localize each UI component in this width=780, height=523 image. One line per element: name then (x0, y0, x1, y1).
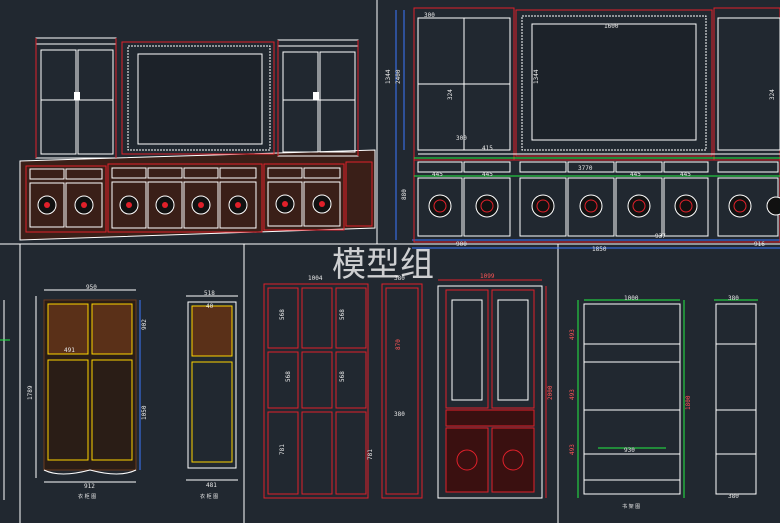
dim-label: 900 (456, 241, 467, 248)
dim-label: 781 (367, 449, 374, 460)
dim-label: 1099 (480, 273, 495, 280)
front-elevation (395, 7, 780, 249)
dim-label: 445 (432, 171, 443, 178)
drawing-caption: 衣 柜 图 (200, 493, 218, 500)
wardrobe-side (186, 295, 238, 481)
dim-label: 1789 (27, 385, 34, 400)
dim-label: 491 (64, 347, 75, 354)
dim-label: 568 (339, 371, 346, 382)
dim-label: 930 (624, 447, 635, 454)
wardrobe-dims: 950 491 1789 902 1050 912 衣 柜 图 (27, 284, 148, 500)
dim-label: 493 (569, 329, 576, 340)
dim-label: 324 (769, 89, 776, 100)
bookshelf-front (577, 299, 758, 498)
dim-label: 902 (141, 319, 148, 330)
dim-label: 1850 (592, 246, 607, 253)
dim-label: 493 (569, 389, 576, 400)
dim-label: 445 (630, 171, 641, 178)
dim-label: 3770 (578, 165, 593, 172)
dim-label: 324 (447, 89, 454, 100)
dim-label: 380 (394, 411, 405, 418)
red-frame-dims: 1004 568 568 568 568 781 781 380 870 380 (279, 275, 405, 460)
dim-label: 40 (206, 303, 214, 310)
dim-label: 415 (482, 145, 493, 152)
dim-label: 568 (339, 309, 346, 320)
watermark-text: 模型组 (332, 245, 434, 285)
bookshelf-dims: 1000 493 493 493 930 1800 380 380 书 架 图 (569, 295, 739, 510)
dim-label: 1000 (624, 295, 639, 302)
dim-label: 1050 (141, 405, 148, 420)
dim-label: 1344 (533, 69, 540, 84)
dim-label: 916 (754, 241, 765, 248)
ornate-dims: 1099 2000 (480, 273, 554, 400)
dim-label: 300 (456, 135, 467, 142)
dim-label: 1800 (685, 395, 692, 410)
dim-label: 300 (424, 12, 435, 19)
dim-label: 518 (204, 290, 215, 297)
dim-label: 1004 (308, 275, 323, 282)
dim-label: 380 (728, 493, 739, 500)
dim-label: 2000 (547, 385, 554, 400)
elevation-dimensions: 300 1600 1344 2400 1344 324 324 300 415 … (385, 12, 776, 253)
dim-label: 1600 (604, 23, 619, 30)
dim-label: 870 (395, 339, 402, 350)
dim-label: 481 (206, 482, 217, 489)
drawing-caption: 衣 柜 图 (78, 493, 96, 500)
dim-label: 912 (84, 483, 95, 490)
dim-label: 2400 (395, 69, 402, 84)
dim-label: 781 (279, 444, 286, 455)
dim-label: 380 (728, 295, 739, 302)
dim-label: 380 (394, 275, 405, 282)
drawing-caption: 书 架 图 (622, 503, 640, 510)
wardrobe-front (35, 289, 141, 483)
dim-label: 445 (482, 171, 493, 178)
perspective-cabinet (19, 37, 376, 241)
dim-label: 880 (401, 189, 408, 200)
dim-label: 1344 (385, 69, 392, 84)
dim-label: 493 (569, 444, 576, 455)
ornate-cabinet (437, 279, 547, 499)
dim-label: 445 (680, 171, 691, 178)
dim-label: 950 (86, 284, 97, 291)
dim-label: 568 (285, 371, 292, 382)
dim-label: 937 (655, 233, 666, 240)
dim-label: 568 (279, 309, 286, 320)
wardrobe-side-dims: 518 40 481 衣 柜 图 (200, 290, 218, 500)
partial-edge-drawing (0, 300, 10, 500)
red-frame-cabinet (263, 283, 423, 499)
